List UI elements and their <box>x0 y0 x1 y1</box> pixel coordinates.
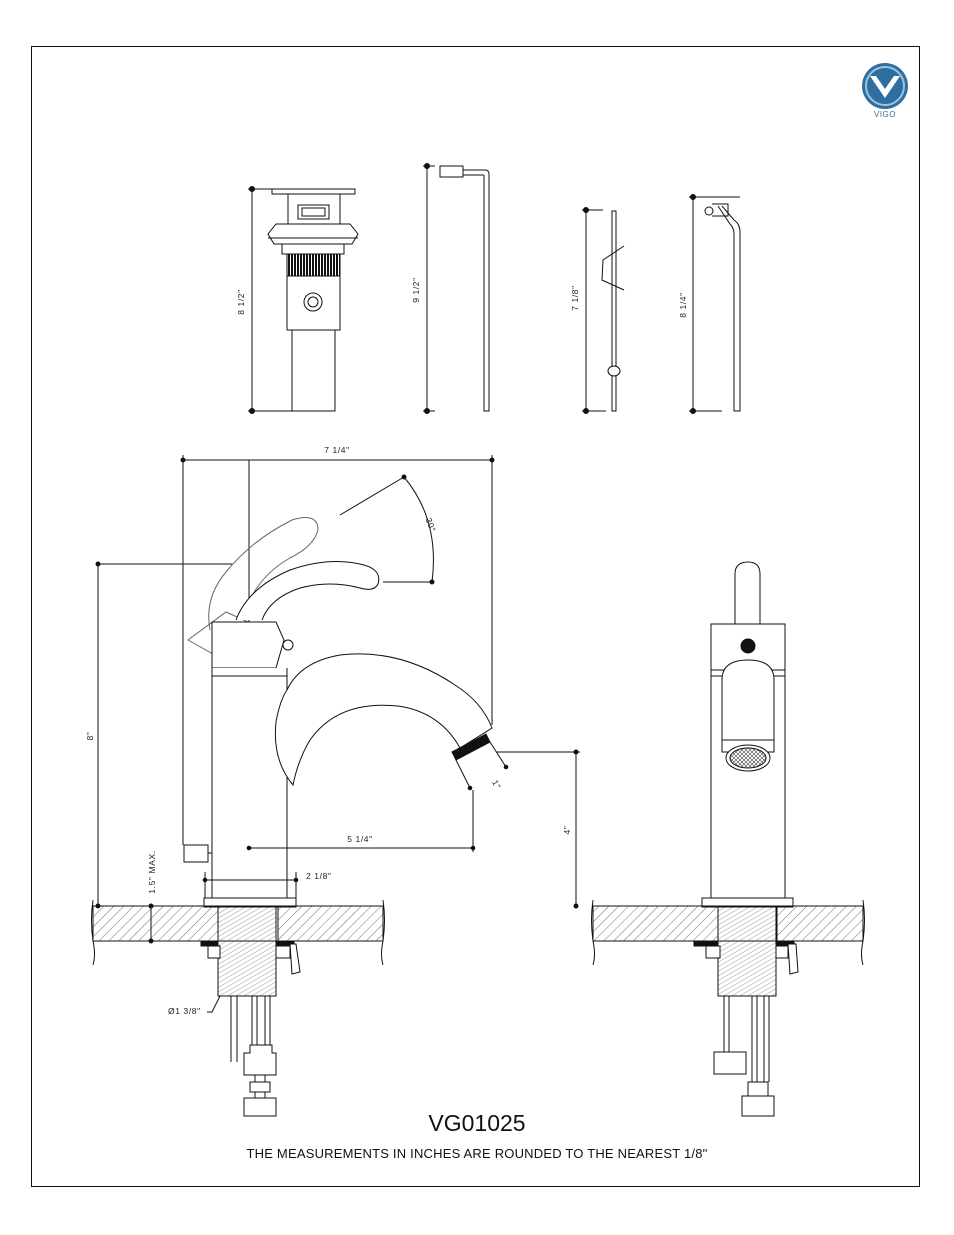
dim-rod-height: 9 1/2" <box>411 277 421 303</box>
dim-drain-height: 8 1/2" <box>236 289 246 315</box>
dim-hole-diameter: Ø1 3/8" <box>168 1006 201 1016</box>
lift-rod-view <box>423 163 490 414</box>
countertop-right <box>591 899 865 966</box>
popup-drain-view <box>248 186 359 414</box>
mounting-shank-left <box>200 905 301 1117</box>
mounting-shank-right <box>693 905 799 1117</box>
dim-overall-width: 7 1/4" <box>324 445 350 455</box>
dim-aerator-offset: 1" <box>490 778 503 791</box>
dim-spout-height: 4" <box>562 826 572 835</box>
dim-link-height: 7 1/8" <box>570 285 580 311</box>
model-number: VG01025 <box>428 1110 526 1136</box>
link-strap-view <box>582 207 625 414</box>
faucet-front-view <box>701 561 794 908</box>
dim-overall-height: 8" <box>85 732 95 741</box>
clip-rod-view <box>689 194 741 414</box>
dim-handle-angle: 30° <box>424 516 438 533</box>
measurement-note: THE MEASUREMENTS IN INCHES ARE ROUNDED T… <box>246 1146 708 1161</box>
dim-spout-reach: 5 1/4" <box>347 834 373 844</box>
brand-label: VIGO <box>874 110 896 119</box>
faucet-side-view <box>95 455 580 909</box>
countertop-left <box>91 899 385 966</box>
page-border <box>31 46 920 1187</box>
vigo-logo: VIGO <box>862 63 908 119</box>
dim-deck-max: 1.5" MAX. <box>147 850 157 893</box>
dim-base-width: 2 1/8" <box>306 871 332 881</box>
dim-clip-height: 8 1/4" <box>678 292 688 318</box>
